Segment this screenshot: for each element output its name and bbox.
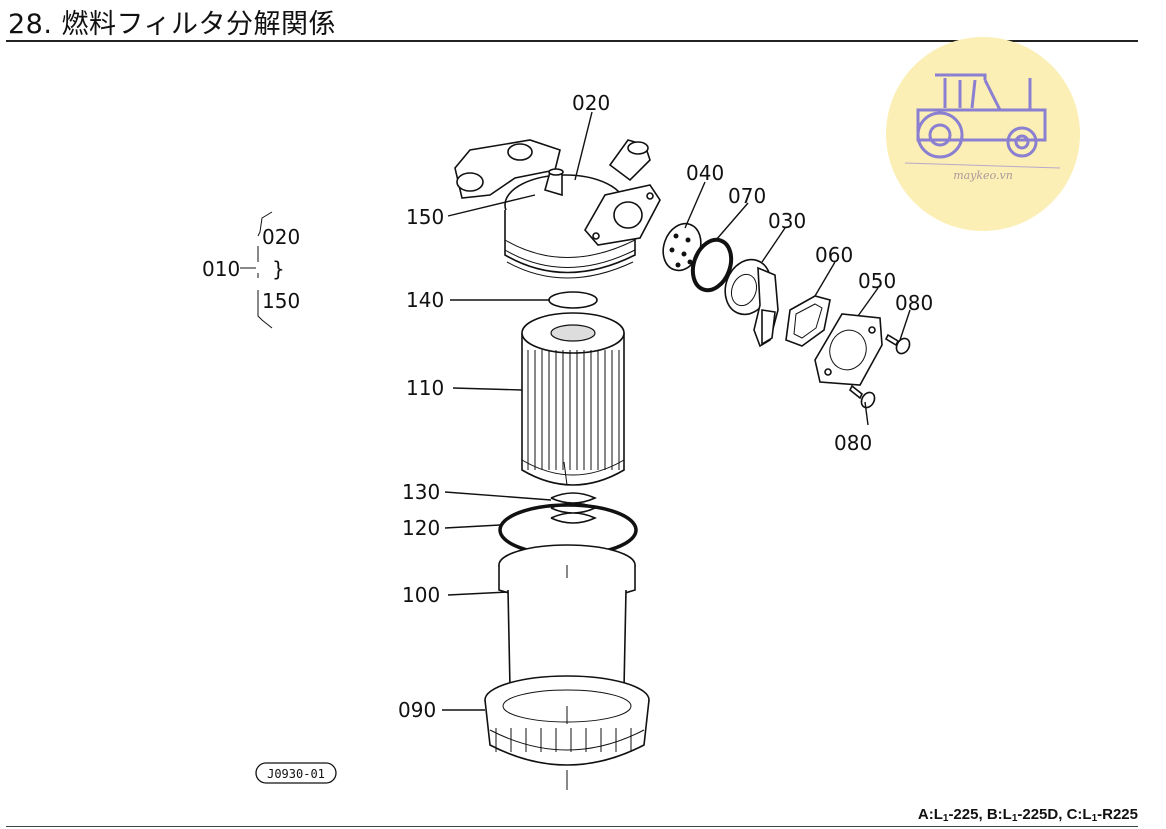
label-120: 120 [402, 516, 440, 540]
watermark-logo: maykeo.vn [886, 37, 1080, 231]
part-labels: 020 150 040 070 030 060 050 080 080 140 … [398, 91, 933, 722]
label-150: 150 [406, 205, 444, 229]
part-140-o-ring [548, 291, 598, 309]
part-090-ring-nut [484, 675, 650, 790]
label-110: 110 [406, 376, 444, 400]
figure-code-badge: J0930-01 [255, 762, 337, 784]
figure-code: J0930-01 [267, 767, 325, 781]
label-070: 070 [728, 184, 766, 208]
part-130-spring [550, 492, 597, 524]
assembly-from-label: 020 [262, 225, 300, 249]
part-030-valve [724, 258, 779, 348]
assembly-bracket: 010 020 } 150 [202, 211, 300, 329]
part-100-bowl [498, 544, 636, 700]
model-a-prefix: A:L [917, 806, 943, 823]
model-c-suffix: -R225 [1097, 806, 1138, 823]
title-rule [6, 40, 1138, 42]
assembly-tilde: } [272, 257, 285, 281]
label-060: 060 [815, 243, 853, 267]
label-050: 050 [858, 269, 896, 293]
assembly-parent-label: 010 [202, 257, 240, 281]
model-c-prefix: C:L [1066, 806, 1092, 823]
model-a-suffix: -225, [948, 806, 983, 823]
part-070-o-ring [690, 237, 734, 293]
part-020-filter-head [454, 139, 661, 279]
page-title: 28. 燃料フィルタ分解関係 [8, 9, 336, 40]
model-b-prefix: B:L [986, 806, 1012, 823]
part-060-gasket [785, 295, 831, 347]
part-110-filter-element [521, 312, 625, 486]
model-b-suffix: -225D, [1017, 806, 1063, 823]
watermark-text: maykeo.vn [953, 169, 1013, 182]
model-c-sub: 1 [1091, 813, 1098, 824]
label-020: 020 [572, 91, 610, 115]
part-080-screw-upper [884, 333, 911, 355]
part-050-cover-plate [814, 313, 883, 386]
leader-lines [442, 111, 911, 711]
part-080-screw-lower [848, 384, 876, 409]
label-030: 030 [768, 209, 806, 233]
label-100: 100 [402, 583, 440, 607]
label-080-upper: 080 [895, 291, 933, 315]
model-b-sub: 1 [1011, 813, 1018, 824]
assembly-to-label: 150 [262, 289, 300, 313]
model-a-sub: 1 [942, 813, 949, 824]
model-applicability: A:L1-225, B:L1-225D, C:L1-R225 [918, 806, 1138, 824]
label-040: 040 [686, 161, 724, 185]
footer-rule [6, 826, 1138, 827]
label-080-lower: 080 [834, 431, 872, 455]
label-140: 140 [406, 288, 444, 312]
label-090: 090 [398, 698, 436, 722]
label-130: 130 [402, 480, 440, 504]
tractor-icon [916, 73, 1047, 159]
